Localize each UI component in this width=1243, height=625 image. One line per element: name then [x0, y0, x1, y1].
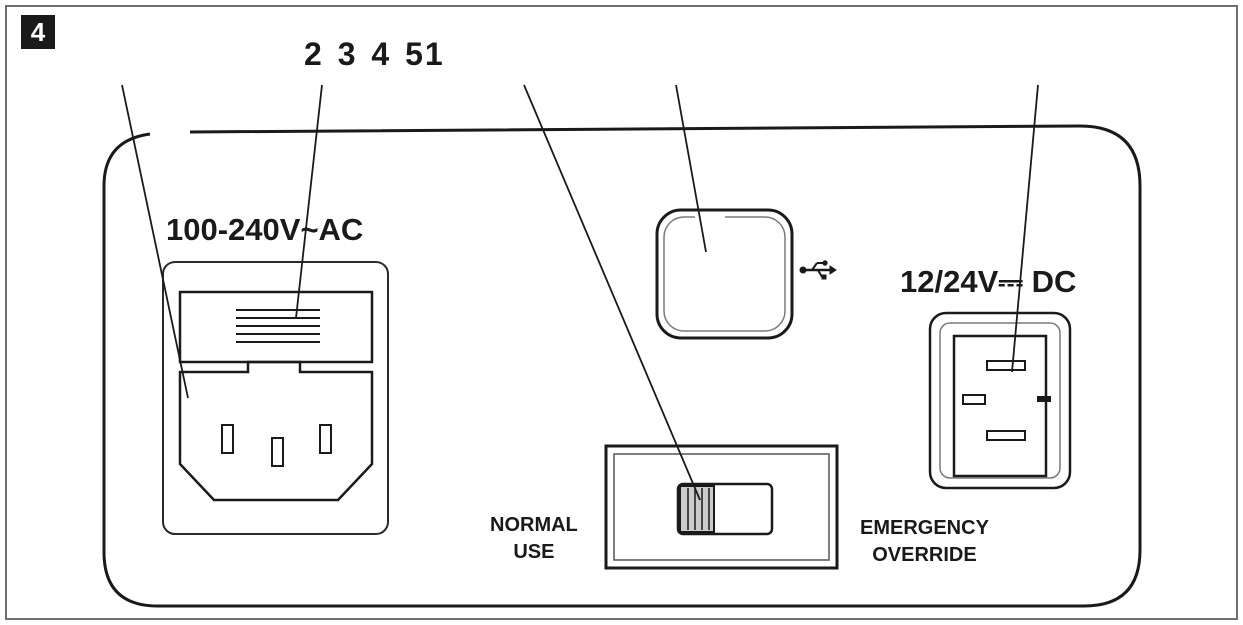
iec-socket [178, 360, 374, 502]
figure-frame [5, 5, 1238, 620]
leader-line-4 [675, 84, 707, 253]
dc-inlet [928, 311, 1072, 490]
normal-use-label-line2: USE [513, 541, 555, 563]
dc-key-notch [1037, 396, 1051, 402]
dc-contact-top [986, 360, 1026, 371]
normal-use-label-line1: NORMAL [490, 514, 578, 536]
ac-voltage-label: 100-240V~AC [166, 212, 364, 247]
usb-icon [799, 260, 837, 280]
dc-voltage-label: 12/24V⎓ DC [900, 264, 1077, 299]
dc-contact-bottom [986, 430, 1026, 441]
leader-line-3 [523, 84, 701, 501]
callout-numbers: 2 3 4 51 [304, 36, 445, 72]
dc-contact-middle [962, 394, 986, 405]
socket-pin-right [319, 424, 332, 454]
fuse-drawer-grip [236, 309, 320, 343]
leader-lines [121, 84, 1039, 501]
emergency-override-label-line1: EMERGENCY [860, 517, 989, 539]
emergency-override-label-line2: OVERRIDE [872, 544, 977, 566]
leader-line-2 [295, 84, 323, 319]
usb-port [655, 208, 794, 340]
panel-outline [102, 124, 1142, 608]
socket-pin-left [221, 424, 234, 454]
socket-pin-earth [271, 437, 284, 467]
normal-use-label: NORMAL USE [490, 512, 578, 566]
leader-line-1 [121, 84, 189, 399]
emergency-override-label: EMERGENCY OVERRIDE [860, 515, 989, 569]
leader-line-5 [1011, 84, 1039, 373]
ac-inlet [162, 261, 389, 535]
figure-number-badge: 4 [21, 15, 55, 49]
mode-switch [604, 444, 839, 570]
